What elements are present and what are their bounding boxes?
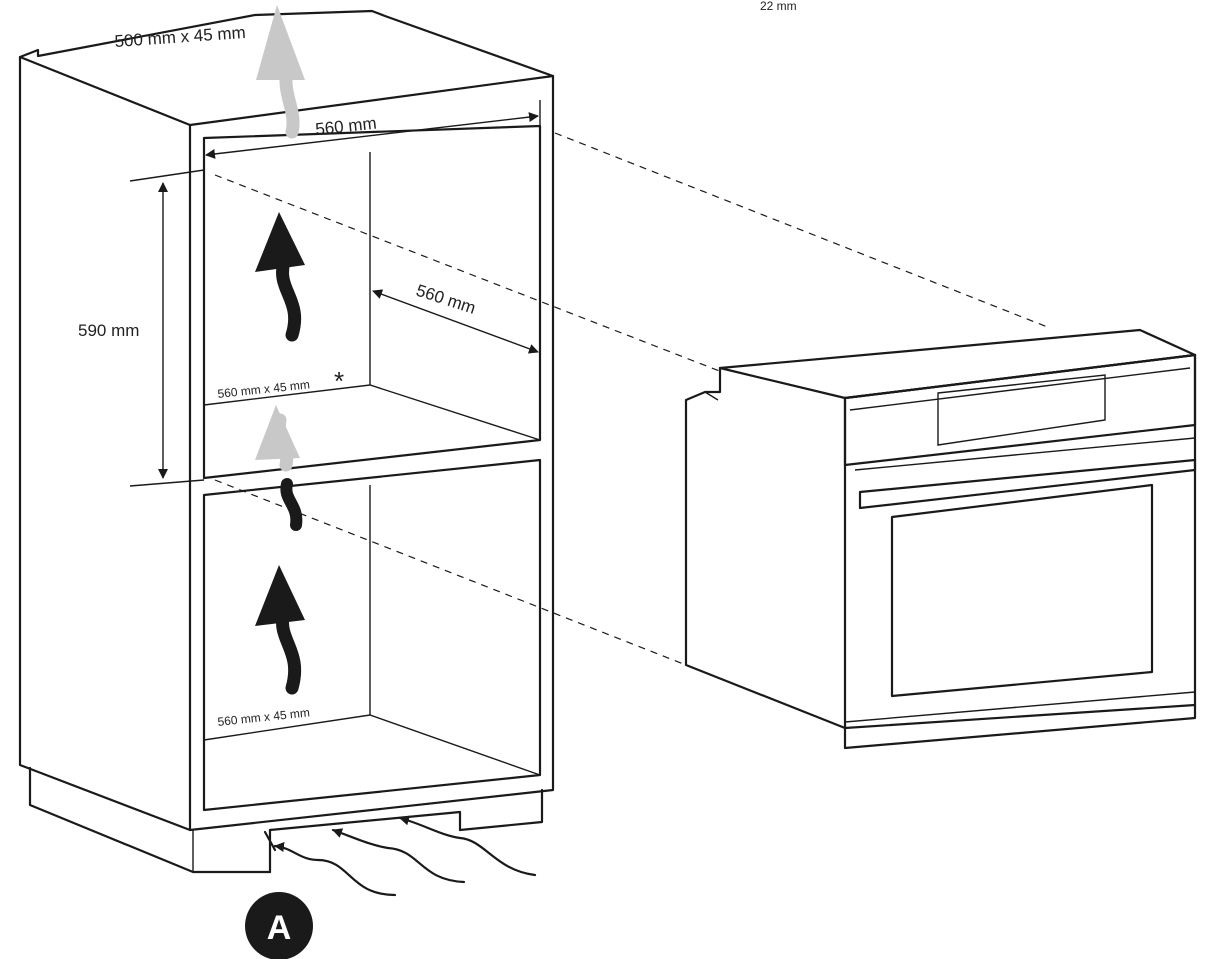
badge-a: A <box>245 892 313 959</box>
airflow-upper-dark-arrow <box>255 212 305 342</box>
svg-text:A: A <box>267 909 292 947</box>
projection-lines <box>214 132 1051 666</box>
top-right-label: 22 mm <box>760 0 797 13</box>
width-label: 560 mm <box>314 114 377 139</box>
airflow-lower-dark-arrow <box>255 565 305 695</box>
depth-label: 560 mm <box>414 281 478 318</box>
airflow-mid-light-arrow <box>255 405 303 531</box>
inflow-arrows <box>263 815 537 897</box>
depth-dimension <box>372 289 539 354</box>
mid-vent-asterisk: * <box>334 366 344 396</box>
height-dimension <box>129 169 205 487</box>
top-vent-label: 500 mm x 45 mm <box>114 23 246 51</box>
oven <box>684 328 1197 750</box>
height-label: 590 mm <box>78 321 139 340</box>
width-dimension <box>203 100 541 165</box>
